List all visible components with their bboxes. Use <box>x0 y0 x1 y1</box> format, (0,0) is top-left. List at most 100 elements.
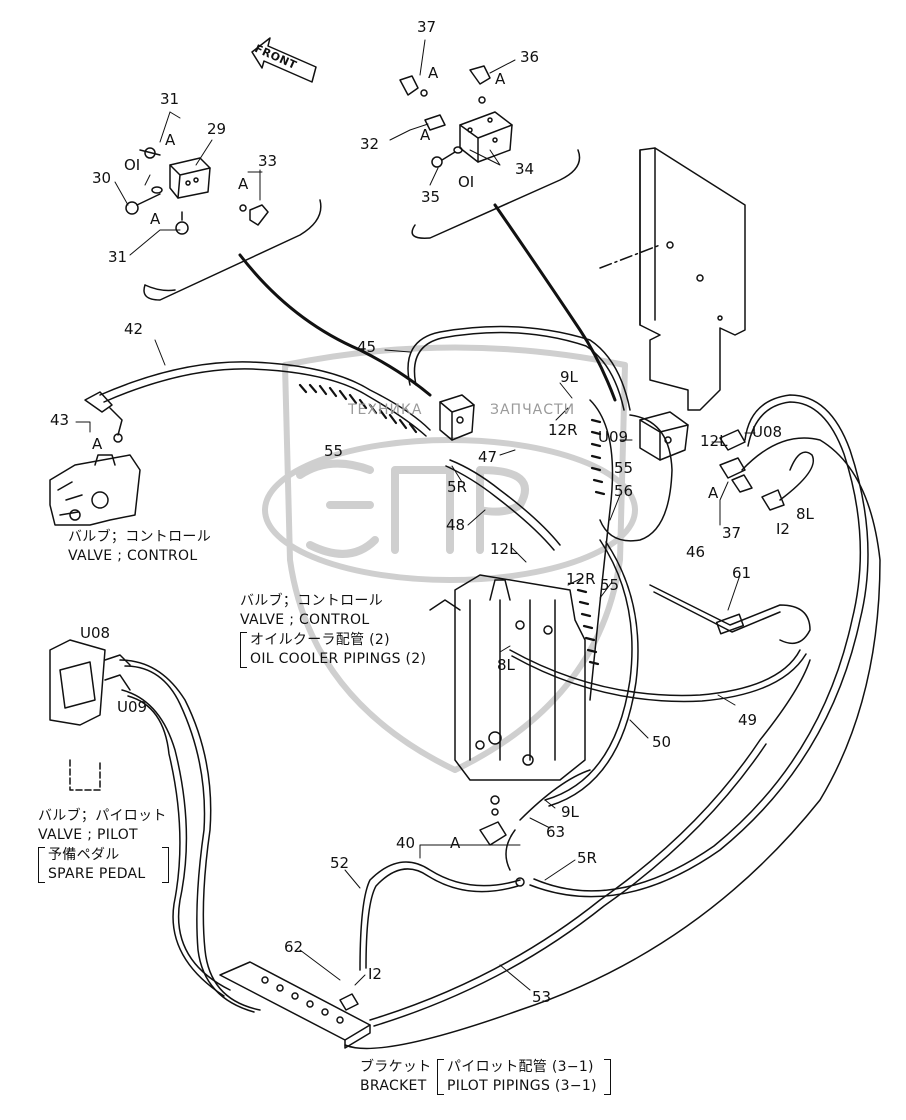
spare-pedal-en: SPARE PEDAL <box>48 866 146 882</box>
port-u08-left: U08 <box>80 624 111 642</box>
hose-50 <box>544 539 633 801</box>
valve-control-1-jp: バルブ；コントロール <box>68 529 211 545</box>
spare-pedal-bracket-right <box>162 847 169 883</box>
callout-61: 61 <box>732 564 752 582</box>
right-valve-block <box>639 411 785 511</box>
hose-48 <box>449 459 561 546</box>
port-8l-mid: 8L <box>497 656 515 674</box>
hose-45 <box>407 325 631 411</box>
detail-bubble-left <box>143 199 322 301</box>
a-label-8: A <box>708 484 719 502</box>
pilot-pipings-en: PILOT PIPINGS (3−1) <box>447 1078 597 1094</box>
front-arrow <box>251 37 317 83</box>
side-panel <box>599 147 746 411</box>
pilot-pipings-jp: パイロット配管 (3−1) <box>447 1059 594 1075</box>
watermark-right-text: ЗАПЧАСТИ <box>490 402 576 418</box>
oil-cooler-bracket <box>240 632 247 668</box>
port-12-right: I2 <box>776 520 790 538</box>
port-9l-low: 9L <box>561 803 579 821</box>
callout-55-left: 55 <box>324 442 344 460</box>
port-9l-top: 9L <box>560 368 578 386</box>
oil-cooler-jp: オイルクーラ配管 (2) <box>250 632 390 648</box>
port-12r-mid: 12R <box>566 570 596 588</box>
valve-block-29 <box>125 147 269 235</box>
bracket <box>219 961 371 1049</box>
pilot-valve-center <box>439 394 475 441</box>
hose-8l-right <box>779 451 814 501</box>
callout-37-right: 37 <box>722 524 742 542</box>
hose-52 <box>359 861 521 971</box>
control-valve-left <box>49 454 141 526</box>
a-label-2: A <box>238 175 249 193</box>
port-u09-mid: U09 <box>598 428 629 446</box>
port-12l-mid: 12L <box>490 540 518 558</box>
valve-control-2-en: VALVE ; CONTROL <box>240 612 370 628</box>
valve-control-1-en: VALVE ; CONTROL <box>68 548 198 564</box>
callout-42: 42 <box>124 320 144 338</box>
callout-62: 62 <box>284 938 304 956</box>
spiral-guard-55-mid <box>576 418 606 666</box>
pilot-valve-left <box>49 639 131 791</box>
callout-36: 36 <box>520 48 540 66</box>
watermark-logo <box>262 344 638 773</box>
bracket-jp: ブラケット <box>360 1059 432 1075</box>
callout-50: 50 <box>652 733 672 751</box>
hose-u09-right <box>344 437 881 1050</box>
a-label-6: A <box>420 126 431 144</box>
callout-43: 43 <box>50 411 70 429</box>
callout-55-right: 55 <box>600 576 620 594</box>
oi-label-left: OI <box>124 156 141 174</box>
hose-u09-left <box>121 689 231 991</box>
callout-46: 46 <box>686 543 706 561</box>
pilot-pipings-bracket-right <box>604 1059 611 1095</box>
spare-pedal-bracket-left <box>38 847 45 883</box>
hose-u08 <box>529 394 869 898</box>
callout-32: 32 <box>360 135 380 153</box>
callout-53: 53 <box>532 988 552 1006</box>
callout-49: 49 <box>738 711 758 729</box>
port-u08-right: U08 <box>752 423 783 441</box>
callout-30: 30 <box>92 169 112 187</box>
hose-46 <box>599 414 673 542</box>
fitting-43 <box>84 391 123 443</box>
hose-u08-left <box>119 659 261 1011</box>
control-valve-center <box>429 574 586 781</box>
hose-53 <box>369 659 811 1021</box>
callout-45: 45 <box>357 338 377 356</box>
callout-37-top: 37 <box>417 18 437 36</box>
valve-pilot-en: VALVE ; PILOT <box>38 827 138 843</box>
watermark-left-text: ТЕХНИКА <box>348 402 423 418</box>
a-label-3: A <box>150 210 161 228</box>
spiral-guard-55-left <box>298 383 418 434</box>
oi-label-right: OI <box>458 173 475 191</box>
callout-52: 52 <box>330 854 350 872</box>
valve-control-2-jp: バルブ；コントロール <box>240 593 383 609</box>
callout-29: 29 <box>207 120 227 138</box>
callout-48: 48 <box>446 516 466 534</box>
callout-47: 47 <box>478 448 498 466</box>
pilot-pipings-bracket-left <box>437 1059 444 1095</box>
a-label-5: A <box>495 70 506 88</box>
hose-61 <box>649 584 811 645</box>
oil-cooler-en: OIL COOLER PIPINGS (2) <box>250 651 427 667</box>
valve-pilot-jp: バルブ；パイロット <box>38 808 167 824</box>
bracket-en: BRACKET <box>360 1078 427 1094</box>
detail-bubble-right <box>411 149 581 239</box>
a-label-1: A <box>165 131 176 149</box>
hose-42 <box>99 361 431 431</box>
hose-63 <box>519 769 591 821</box>
a-label-40: A <box>450 834 461 852</box>
bubble-leader-1 <box>238 253 432 397</box>
port-8l-right: 8L <box>796 505 814 523</box>
a-label-7: A <box>92 435 103 453</box>
leader-lines <box>75 39 756 991</box>
a-label-4: A <box>428 64 439 82</box>
callout-56: 56 <box>614 482 634 500</box>
callout-34: 34 <box>515 160 535 178</box>
callout-31-top: 31 <box>160 90 180 108</box>
port-12l-right: 12L <box>700 432 728 450</box>
port-12-low: I2 <box>368 965 382 983</box>
port-5r-low: 5R <box>577 849 597 867</box>
valve-block-34 <box>399 65 513 168</box>
hose-49 <box>509 649 801 697</box>
